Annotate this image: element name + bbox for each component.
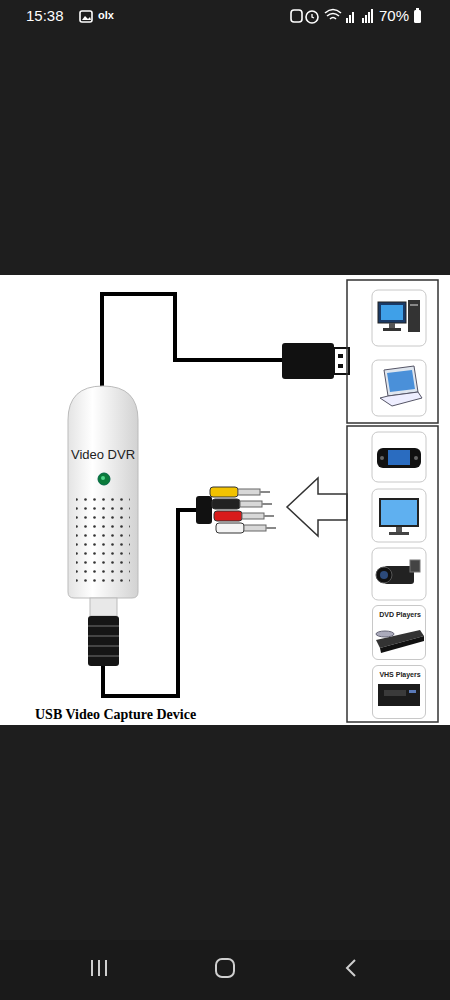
status-time: 15:38 — [26, 8, 64, 25]
av-cable — [103, 510, 200, 696]
status-led — [98, 473, 110, 485]
computer-group-frame — [347, 280, 438, 423]
usb-cable — [102, 294, 285, 388]
dvd-player-icon — [376, 630, 424, 653]
cable-split — [196, 496, 212, 524]
vent-holes — [76, 495, 130, 585]
device-body-box: Video DVR — [68, 386, 138, 598]
monitor-icon — [379, 498, 419, 535]
app-logo-text: olx — [98, 9, 114, 21]
usb-plug — [282, 343, 334, 379]
device-neck — [90, 598, 117, 616]
device-body — [68, 386, 138, 598]
status-icons — [80, 8, 421, 23]
vhs-players-tile: VHS Players — [372, 665, 426, 719]
camcorder-icon — [376, 560, 420, 584]
icon-tiles — [372, 290, 426, 600]
node-text: DVD Players — [379, 611, 421, 619]
source-group-frame — [347, 426, 438, 722]
handheld-icon — [377, 448, 421, 468]
nav-icons — [92, 959, 355, 977]
node-text: VHS Players — [379, 671, 420, 679]
rca-plugs — [210, 487, 276, 533]
hollow-arrow — [287, 478, 347, 536]
vhs-player-icon — [378, 684, 420, 706]
battery-percent: 70% — [379, 8, 409, 25]
laptop-icon — [380, 366, 422, 406]
pc-icon — [378, 300, 420, 332]
dvd-players-tile: DVD Players — [372, 605, 426, 660]
nav-bar — [0, 940, 450, 1000]
node-text: Video DVR — [71, 448, 135, 463]
strain-relief — [88, 616, 119, 666]
diagram-panel — [0, 275, 450, 725]
caption: USB Video Capture Device — [35, 707, 196, 723]
